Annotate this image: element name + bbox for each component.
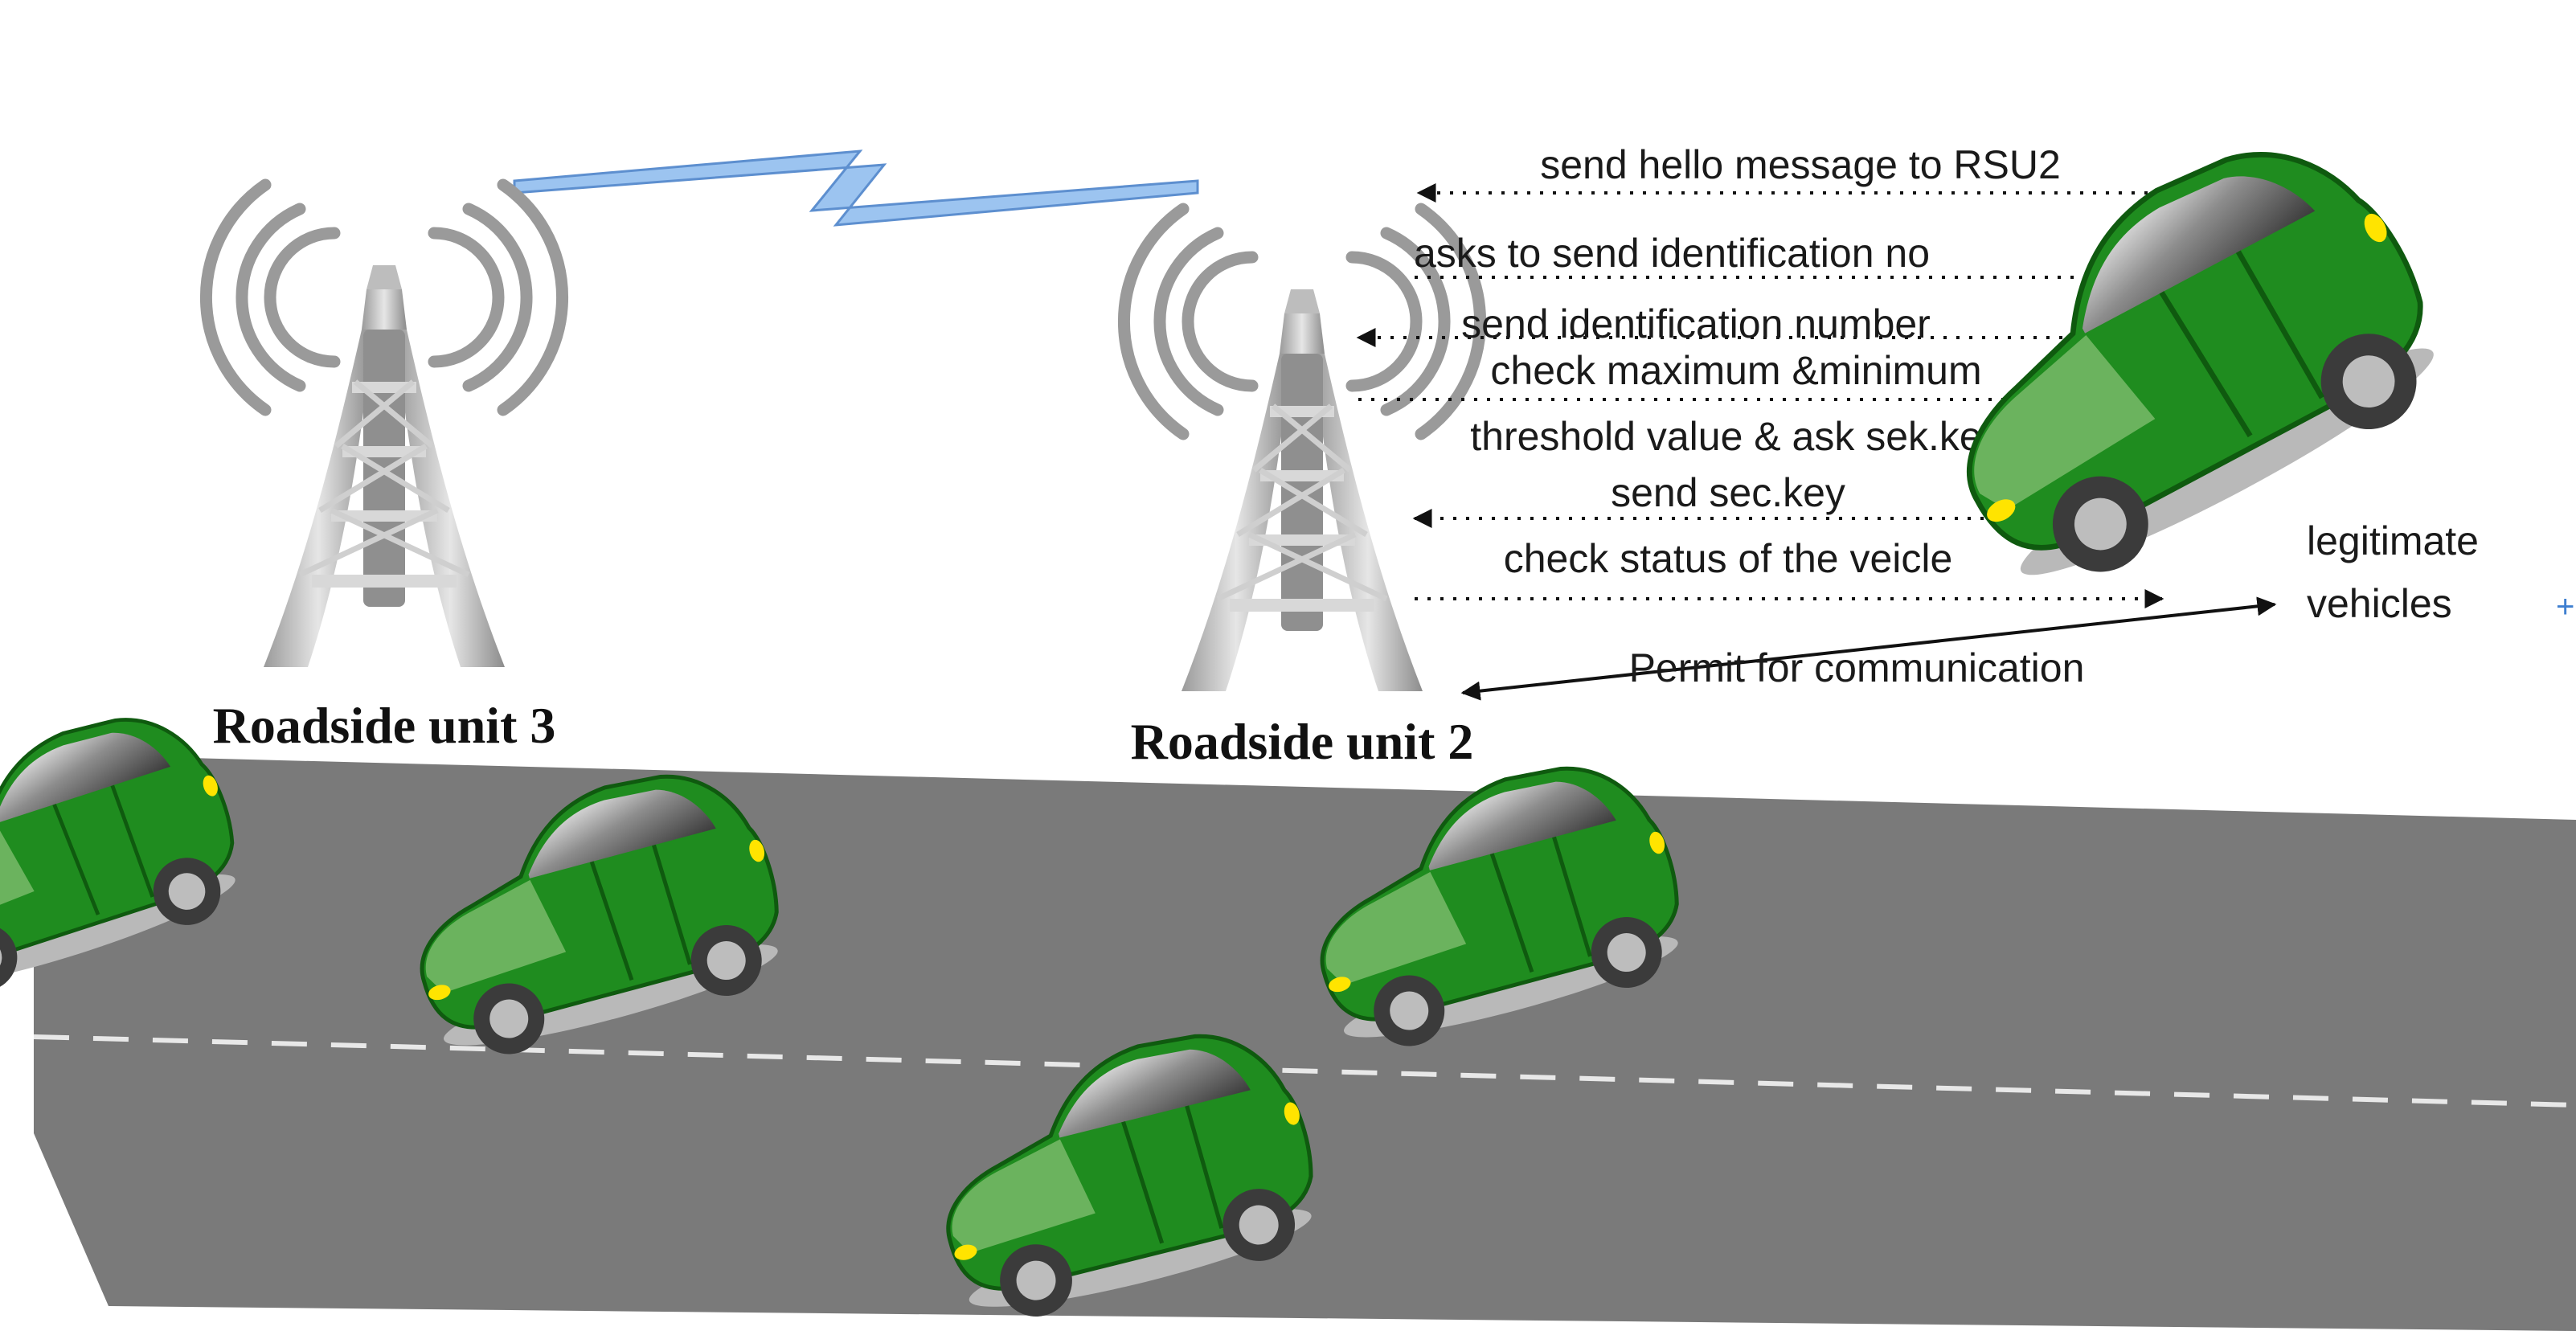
legitimate-label-line2: vehicles bbox=[2307, 581, 2452, 626]
msg-check-threshold: check maximum &minimum bbox=[1490, 348, 1981, 393]
msg-send-id: send identification number bbox=[1461, 301, 1931, 346]
msg-permit: Permit for communication bbox=[1629, 645, 2085, 690]
msg-send-seckey: send sec.key bbox=[1611, 470, 1845, 515]
permit-arrow bbox=[1460, 596, 2277, 701]
rsu2-label: Roadside unit 2 bbox=[1131, 713, 1474, 770]
road bbox=[33, 754, 2576, 1331]
legitimate-label-line1: legitimate bbox=[2307, 518, 2479, 563]
wireless-link bbox=[513, 149, 1199, 227]
plus-mark: + bbox=[2556, 589, 2574, 625]
roadside-unit-2-tower-icon bbox=[1124, 209, 1480, 691]
msg-check-status: check status of the veicle bbox=[1504, 536, 1953, 581]
rsu3-label: Roadside unit 3 bbox=[213, 697, 556, 754]
msg-threshold-ask-key: threshold value & ask sek.key bbox=[1470, 414, 2001, 459]
msg-hello: send hello message to RSU2 bbox=[1540, 142, 2061, 187]
msg-ask-id: asks to send identification no bbox=[1414, 231, 1930, 276]
roadside-unit-3-tower-icon bbox=[206, 185, 562, 667]
